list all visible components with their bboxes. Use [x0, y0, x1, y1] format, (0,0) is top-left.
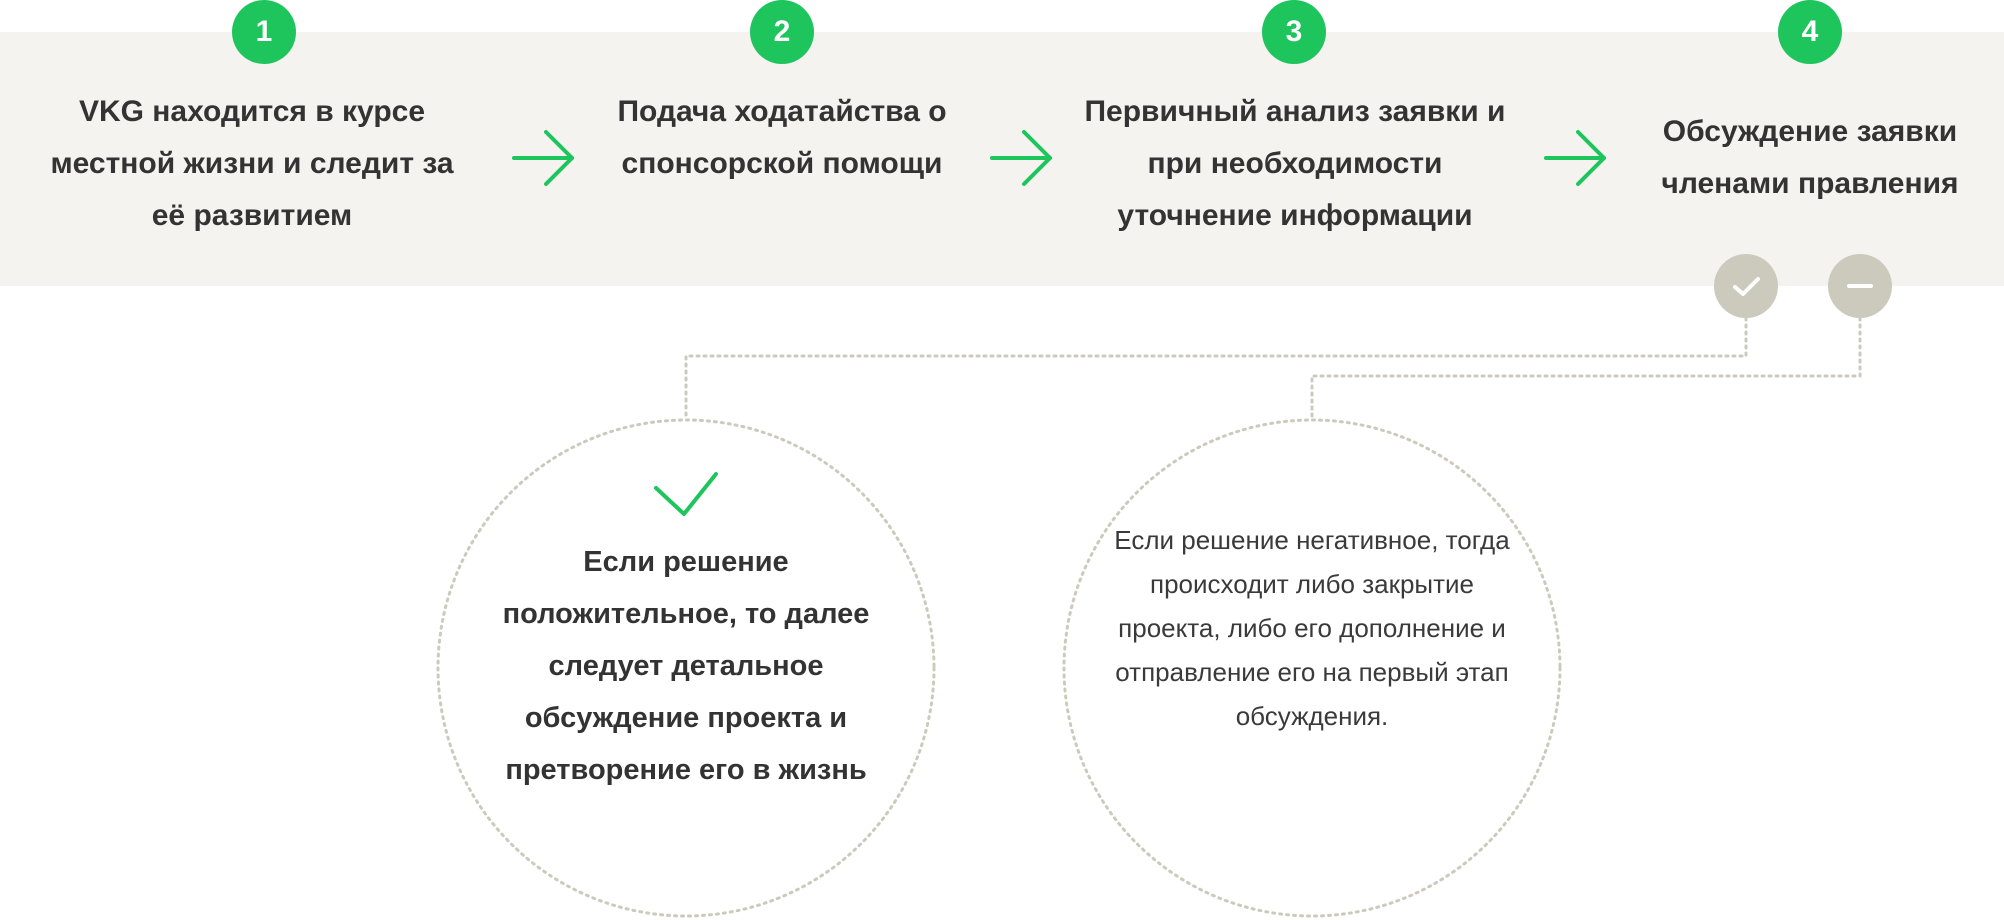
step-3-text: Первичный анализ заявки и при необходимо… [1084, 95, 1506, 232]
step-1-badge: 1 [232, 0, 296, 64]
check-icon [1733, 277, 1760, 296]
step-1-text: VKG находится в курсе местной жизни и сл… [50, 95, 454, 232]
arrow-right-icon [512, 130, 574, 186]
step-2-text: Подача ходатайства о спонсорской помощи [617, 95, 947, 180]
step-4-badge: 4 [1778, 0, 1842, 64]
check-icon [654, 472, 718, 516]
minus-icon [1847, 284, 1873, 288]
approve-decision-button [1714, 254, 1778, 318]
negative-outcome-text: Если решение негативное, тогда происходи… [1114, 525, 1510, 731]
reject-decision-button [1828, 254, 1892, 318]
step-3-badge: 3 [1262, 0, 1326, 64]
step-4-text: Обсуждение заявки членами правления [1661, 115, 1959, 200]
arrow-right-icon [990, 130, 1052, 186]
arrow-right-icon [1544, 130, 1606, 186]
positive-outcome-text: Если решение положительное, то далее сле… [502, 546, 870, 786]
step-2-badge: 2 [750, 0, 814, 64]
